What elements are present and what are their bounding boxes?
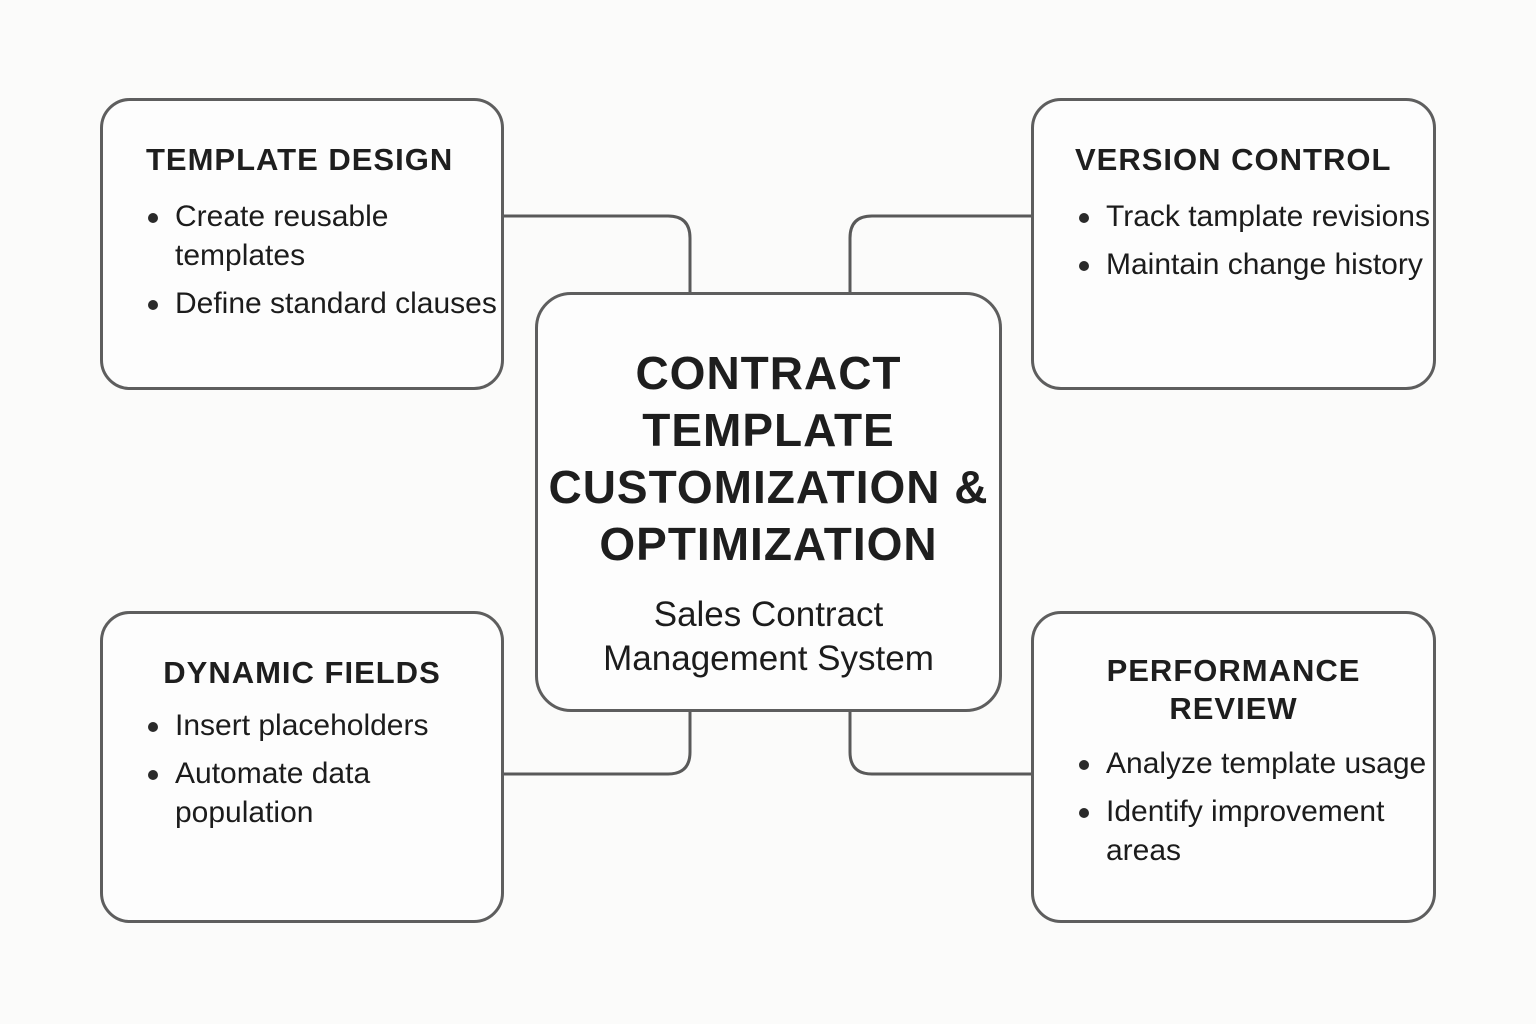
bullet-item: Maintain change history [1034,245,1433,284]
central-title: CONTRACT TEMPLATE CUSTOMIZATION & OPTIMI… [548,347,989,570]
bullet-item: Insert placeholders [103,706,501,745]
bullet-item: Track tamplate revisions [1034,197,1433,236]
bullet-item: Automate data population [103,754,501,832]
bullet-item: Identify improvement areas [1034,792,1433,870]
bullet-list: Create reusable templates Define standar… [103,197,501,323]
node-performance-review: PERFORMANCE REVIEW Analyze template usag… [1031,611,1436,923]
node-template-design: TEMPLATE DESIGN Create reusable template… [100,98,504,390]
bullet-icon [148,722,158,732]
connector-center-to-performance-review [848,712,1031,776]
central-node: CONTRACT TEMPLATE CUSTOMIZATION & OPTIMI… [535,292,1002,712]
bullet-list: Insert placeholders Automate data popula… [103,706,501,832]
bullet-list: Track tamplate revisions Maintain change… [1034,197,1433,284]
connector-center-to-template-design [504,214,692,292]
connector-center-to-dynamic-fields [504,712,692,776]
bullet-item: Define standard clauses [103,284,501,323]
bullet-icon [1079,261,1089,271]
node-title: DYNAMIC FIELDS [163,655,441,690]
bullet-icon [1079,808,1089,818]
central-subtitle: Sales Contract Management System [603,595,934,678]
bullet-list: Analyze template usage Identify improvem… [1034,744,1433,870]
bullet-item: Analyze template usage [1034,744,1433,783]
bullet-icon [1079,213,1089,223]
connector-center-to-version-control [848,214,1031,292]
node-title: PERFORMANCE REVIEW [1106,653,1361,726]
bullet-icon [148,300,158,310]
bullet-icon [1079,760,1089,770]
bullet-item: Create reusable templates [103,197,501,275]
bullet-icon [148,213,158,223]
bullet-icon [148,770,158,780]
node-version-control: VERSION CONTROL Track tamplate revisions… [1031,98,1436,390]
node-title: TEMPLATE DESIGN [146,142,454,177]
node-dynamic-fields: DYNAMIC FIELDS Insert placeholders Autom… [100,611,504,923]
node-title: VERSION CONTROL [1075,142,1392,177]
